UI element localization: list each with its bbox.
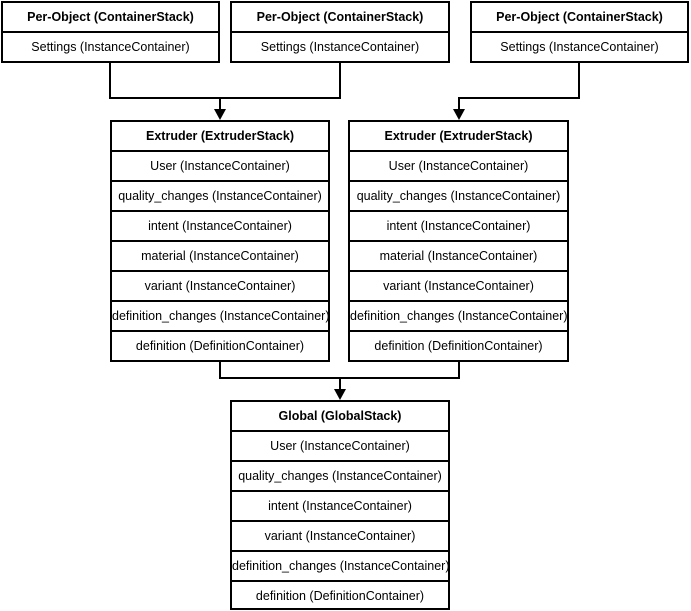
edge-extruder-2-to-global bbox=[339, 362, 460, 392]
node-row: User (InstanceContainer) bbox=[350, 152, 567, 182]
node-extruder-1: Extruder (ExtruderStack)User (InstanceCo… bbox=[110, 120, 330, 362]
node-row: intent (InstanceContainer) bbox=[350, 212, 567, 242]
arrowhead-extruder-1 bbox=[214, 109, 226, 120]
node-row: definition (DefinitionContainer) bbox=[374, 339, 543, 353]
edge-per-object-1-to-extruder-1 bbox=[109, 63, 221, 112]
node-title-extruder-1: Extruder (ExtruderStack) bbox=[112, 122, 328, 152]
node-title-per-object-1: Per-Object (ContainerStack) bbox=[3, 3, 218, 33]
edge-per-object-3-to-extruder-2 bbox=[458, 63, 580, 112]
edge-extruder-1-to-global bbox=[219, 362, 341, 392]
node-row: definition (DefinitionContainer) bbox=[135, 339, 305, 353]
node-row: definition (DefinitionContainer) bbox=[255, 589, 425, 603]
node-row: variant (InstanceContainer) bbox=[350, 272, 567, 302]
node-per-object-2: Per-Object (ContainerStack) Settings (Ins… bbox=[230, 1, 450, 63]
node-title-global: Global (GlobalStack) bbox=[232, 402, 448, 432]
node-title-extruder-2: Extruder (ExtruderStack) bbox=[350, 122, 567, 152]
arrowhead-global bbox=[334, 389, 346, 400]
node-extruder-2: Extruder (ExtruderStack)User (InstanceCo… bbox=[348, 120, 569, 362]
node-row: quality_changes (InstanceContainer) bbox=[112, 182, 328, 212]
node-row: intent (InstanceContainer) bbox=[232, 492, 448, 522]
node-per-object-3: Per-Object (ContainerStack) Settings (Ins… bbox=[470, 1, 689, 63]
node-title-per-object-2: Per-Object (ContainerStack) bbox=[232, 3, 448, 33]
node-row: quality_changes (InstanceContainer) bbox=[232, 462, 448, 492]
node-row: definition_changes (InstanceContainer) bbox=[232, 552, 448, 582]
node-row: quality_changes (InstanceContainer) bbox=[350, 182, 567, 212]
node-row: variant (InstanceContainer) bbox=[232, 522, 448, 552]
arrowhead-extruder-2 bbox=[453, 109, 465, 120]
node-row: material (InstanceContainer) bbox=[112, 242, 328, 272]
node-row: material (InstanceContainer) bbox=[350, 242, 567, 272]
node-per-object-1: Per-Object (ContainerStack) Settings (Ins… bbox=[1, 1, 220, 63]
edge-per-object-2-to-extruder-1 bbox=[219, 63, 341, 112]
node-row: Settings (InstanceContainer) bbox=[500, 40, 659, 54]
node-title-per-object-3: Per-Object (ContainerStack) bbox=[472, 3, 687, 33]
node-row: variant (InstanceContainer) bbox=[112, 272, 328, 302]
node-row: User (InstanceContainer) bbox=[232, 432, 448, 462]
node-row: Settings (InstanceContainer) bbox=[31, 40, 190, 54]
node-global: Global (GlobalStack)User (InstanceContai… bbox=[230, 400, 450, 610]
node-row: Settings (InstanceContainer) bbox=[260, 40, 420, 54]
node-row: definition_changes (InstanceContainer) bbox=[350, 302, 567, 332]
node-row: User (InstanceContainer) bbox=[112, 152, 328, 182]
node-row: intent (InstanceContainer) bbox=[112, 212, 328, 242]
node-row: definition_changes (InstanceContainer) bbox=[112, 302, 328, 332]
